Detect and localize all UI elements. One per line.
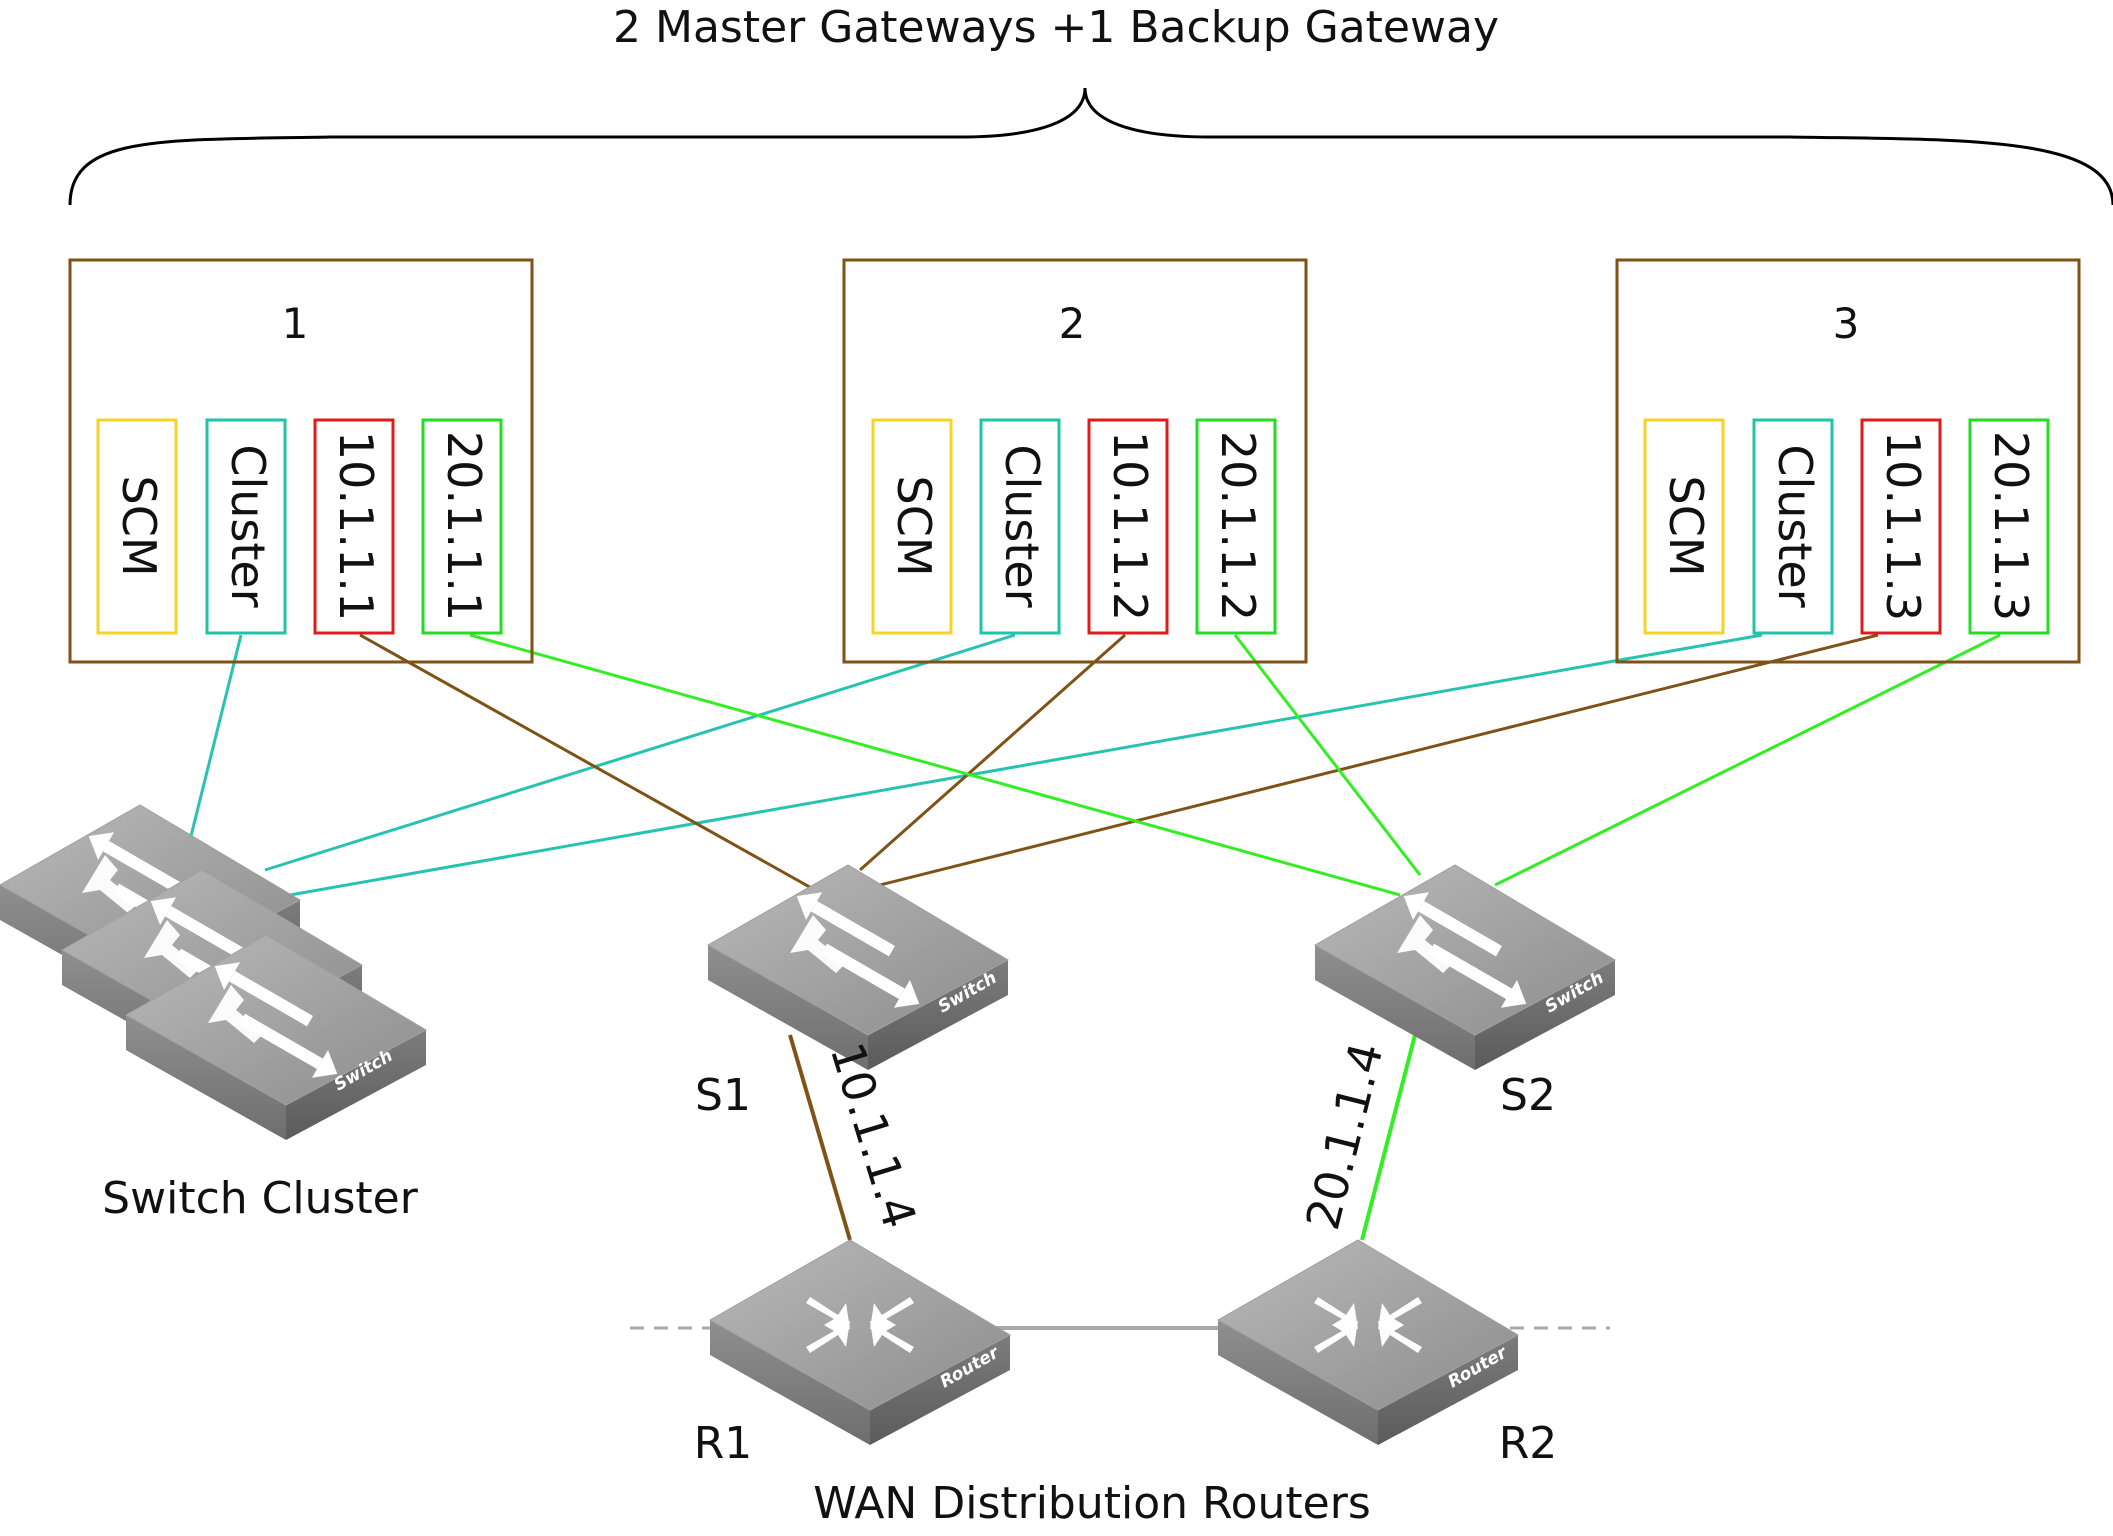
net20-port-label: 20.1.1.1 [437,431,491,621]
net10-port-label: 10.1.1.1 [329,431,383,621]
scm-port-label: SCM [112,475,166,576]
link-gw3-s1 [879,633,1879,887]
cluster-port-label: Cluster [1768,444,1822,607]
gateway-2: 2 SCM Cluster 10.1.1.2 20.1.1.2 [842,258,1308,664]
cluster-port-label: Cluster [221,444,275,607]
gateway-number: 2 [1059,299,1086,348]
cluster-port-label: Cluster [995,444,1049,607]
gateway-number: 3 [1833,299,1860,348]
router-r2-label: R2 [1499,1418,1558,1469]
link-gw1-s2 [469,633,1401,897]
gateway-3: 3 SCM Cluster 10.1.1.3 20.1.1.3 [1615,258,2081,664]
router-icon: Router [1217,1239,1519,1446]
scm-port-label: SCM [1659,475,1713,576]
switch-icon: Switch [1314,864,1616,1071]
link-gw1-s1 [359,633,816,892]
net20-port [1195,418,1277,635]
net10-port-label: 10.1.1.3 [1876,431,1930,621]
switch-stack-icon: Switch [0,804,427,1141]
net20-port [421,418,503,635]
switch-s2-label: S2 [1500,1070,1556,1121]
scm-port [871,418,953,635]
cluster-port [1752,418,1834,635]
cluster-port [979,418,1061,635]
router-r1-label: R1 [694,1418,753,1469]
link-s1-r1 [788,1034,852,1241]
net10-port-label: 10.1.1.2 [1103,431,1157,621]
net10-port [1087,418,1169,635]
net20-port-label: 20.1.1.2 [1211,431,1265,621]
gateway-number: 1 [282,299,309,348]
net10-port [313,418,395,635]
switch-icon: Switch [707,864,1009,1071]
net20-port-label: 20.1.1.3 [1984,431,2038,621]
router-icon: Router [709,1239,1011,1446]
net10-port [1860,418,1942,635]
link-s2-r2 [1360,1034,1417,1241]
gateway-group-brace [68,87,2113,206]
uplink-s2-r2-label: 20.1.1.4 [1295,1037,1393,1235]
cluster-port [205,418,287,635]
scm-port [1643,418,1725,635]
wan-routers-label: WAN Distribution Routers [813,1478,1371,1529]
gateway-1: 1 SCM Cluster 10.1.1.1 20.1.1.1 [68,258,534,664]
links [188,633,2001,1330]
link-gw3-s2 [1494,633,2001,887]
link-gw3-cluster-b [289,658,1621,897]
link-gw1-cluster [188,634,243,841]
uplink-s1-r1-label: 10.1.1.4 [820,1036,927,1234]
switch-s1-label: S1 [695,1070,751,1121]
link-gw2-s2 [1233,634,1422,876]
diagram-title: 2 Master Gateways +1 Backup Gateway [613,2,1499,53]
link-gw2-cluster [264,633,1016,872]
switch-cluster-label: Switch Cluster [102,1173,419,1224]
link-gw2-s1 [859,633,1126,872]
scm-port [96,418,178,635]
net20-port [1968,418,2050,635]
scm-port-label: SCM [887,475,941,576]
link-gw3-cluster [1619,633,1763,662]
